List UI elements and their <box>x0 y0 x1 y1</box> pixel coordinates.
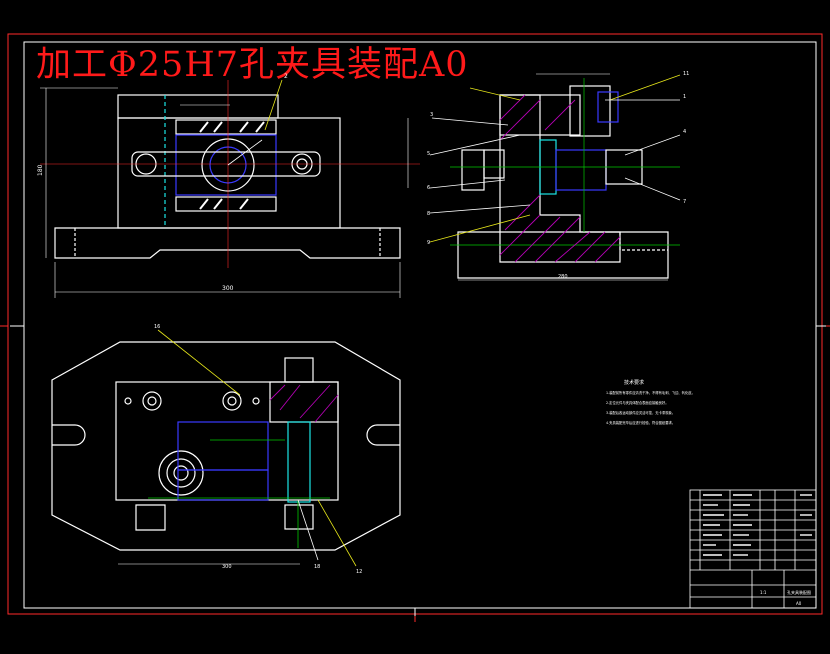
title-block-rows <box>703 494 812 556</box>
side-dim-width: 280 <box>558 274 568 280</box>
sheet-border <box>0 33 830 622</box>
title-block <box>689 489 817 609</box>
top-view-hatch <box>269 384 339 423</box>
notes-heading: 技术要求 <box>624 379 644 386</box>
side-balloon-3: 3 <box>430 112 433 118</box>
title-block-text: 孔夹具装配图 1:1 A0 <box>760 589 811 606</box>
side-balloon-4: 4 <box>683 129 686 135</box>
side-balloon-9: 9 <box>427 240 430 246</box>
title-block-sheet: A0 <box>796 601 802 606</box>
title-block-drawing-name: 孔夹具装配图 <box>787 589 811 595</box>
top-view <box>51 329 401 567</box>
side-balloon-labels: 11 1 3 4 5 6 7 8 9 280 <box>427 71 689 280</box>
side-balloon-7: 7 <box>683 199 686 205</box>
front-balloon-2: 2 <box>284 73 288 80</box>
top-balloon-labels: 16 18 12 300 <box>154 324 362 575</box>
drawing-title: 加工Φ25H7孔夹具装配A0 <box>36 45 469 85</box>
drawing-frame <box>10 41 826 616</box>
side-section-hatch <box>499 94 621 263</box>
notes-line-2: 2.定位元件与夹具体配合表面应接触良好。 <box>606 400 669 405</box>
side-balloon-8: 8 <box>427 211 430 217</box>
top-balloon-18: 18 <box>314 564 320 570</box>
top-dim-width: 300 <box>222 564 232 570</box>
front-dim-width: 300 <box>222 285 234 292</box>
notes-line-1: 1.装配前所有零件应清洗干净，不得有毛刺、飞边、氧化皮。 <box>606 390 695 395</box>
side-leaders <box>429 74 681 243</box>
front-view <box>40 79 420 298</box>
side-section-view <box>450 73 680 281</box>
side-balloon-5: 5 <box>427 151 430 157</box>
top-balloon-12: 12 <box>356 569 362 575</box>
front-dim-height: 180 <box>37 164 44 176</box>
side-balloon-6: 6 <box>427 185 430 191</box>
technical-notes: 技术要求 1.装配前所有零件应清洗干净，不得有毛刺、飞边、氧化皮。 2.定位元件… <box>606 379 695 425</box>
notes-line-4: 4.夹具装配完毕后应进行检验，符合图纸要求。 <box>606 420 675 425</box>
title-block-scale: 1:1 <box>760 590 767 595</box>
side-balloon-1: 1 <box>683 94 686 100</box>
notes-line-3: 3.装配后各运动部件应灵活可靠，无卡滞现象。 <box>606 410 675 415</box>
side-balloon-11: 11 <box>683 71 689 77</box>
top-balloon-16: 16 <box>154 324 160 330</box>
